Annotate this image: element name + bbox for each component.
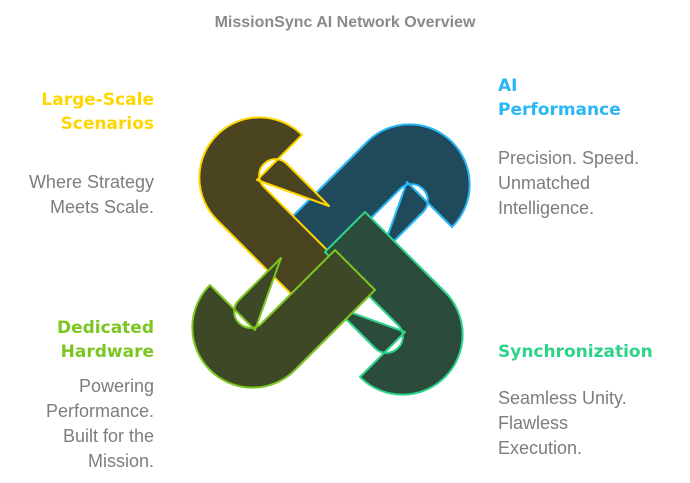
heading-line: AI <box>498 76 518 96</box>
description-line: Built for the <box>62 426 154 446</box>
description-line: Where Strategy <box>28 172 154 192</box>
description-line: Mission. <box>87 451 154 471</box>
description-line: Precision. Speed. <box>498 148 640 168</box>
large-scale-scenarios-heading: Large-Scale Scenarios <box>41 88 154 136</box>
description-line: Seamless Unity. <box>498 388 627 408</box>
heading-line: Synchronization <box>498 342 653 362</box>
synchronization-description: Seamless Unity. Flawless Execution. <box>498 386 627 461</box>
heading-line: Dedicated <box>56 318 154 338</box>
description-line: Performance. <box>45 401 154 421</box>
large-scale-scenarios-description: Where Strategy Meets Scale. <box>29 170 154 220</box>
heading-line: Hardware <box>60 342 154 362</box>
dedicated-hardware-heading: Dedicated Hardware <box>57 316 154 364</box>
description-line: Flawless <box>498 413 569 433</box>
description-line: Powering <box>78 376 154 396</box>
description-line: Unmatched <box>498 173 591 193</box>
synchronization-heading: Synchronization <box>498 340 653 364</box>
heading-line: Large-Scale <box>41 90 154 110</box>
description-line: Execution. <box>498 438 583 458</box>
description-line: Intelligence. <box>498 198 595 218</box>
dedicated-hardware-description: Powering Performance. Built for the Miss… <box>46 374 154 474</box>
ai-performance-heading: AI Performance <box>498 74 621 122</box>
page-title: MissionSync AI Network Overview <box>214 14 476 31</box>
description-line: Meets Scale. <box>49 197 154 217</box>
ai-performance-description: Precision. Speed. Unmatched Intelligence… <box>498 146 639 221</box>
heading-line: Scenarios <box>60 114 154 134</box>
heading-line: Performance <box>498 100 621 120</box>
